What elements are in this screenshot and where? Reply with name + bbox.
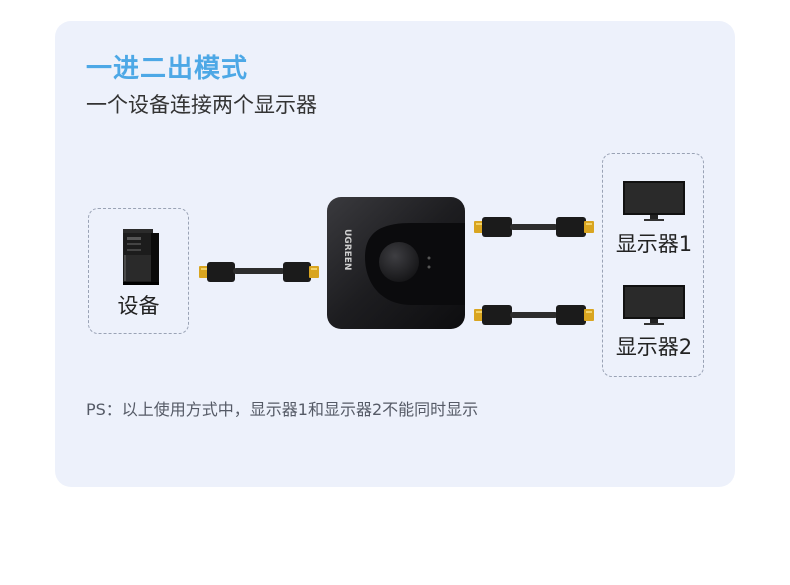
source-device-box — [88, 208, 189, 334]
monitor-1-label: 显示器1 — [615, 232, 693, 256]
pc-tower-icon — [123, 229, 159, 285]
monitors-box — [602, 153, 704, 377]
page-title: 一进二出模式 — [86, 54, 249, 84]
hdmi-cable-icon — [474, 217, 594, 237]
footnote: PS：以上使用方式中，显示器1和显示器2不能同时显示 — [86, 400, 479, 419]
switch-brand-label: UGREEN — [342, 229, 352, 270]
monitor-2-label: 显示器2 — [615, 335, 693, 359]
source-device-label: 设备 — [117, 294, 160, 318]
monitor-icon — [623, 181, 685, 221]
hdmi-cable-icon — [474, 305, 594, 325]
monitor-icon — [623, 285, 685, 325]
hdmi-switch-icon: UGREEN — [327, 197, 465, 329]
page-subtitle: 一个设备连接两个显示器 — [86, 93, 317, 117]
hdmi-cable-icon — [199, 262, 319, 282]
